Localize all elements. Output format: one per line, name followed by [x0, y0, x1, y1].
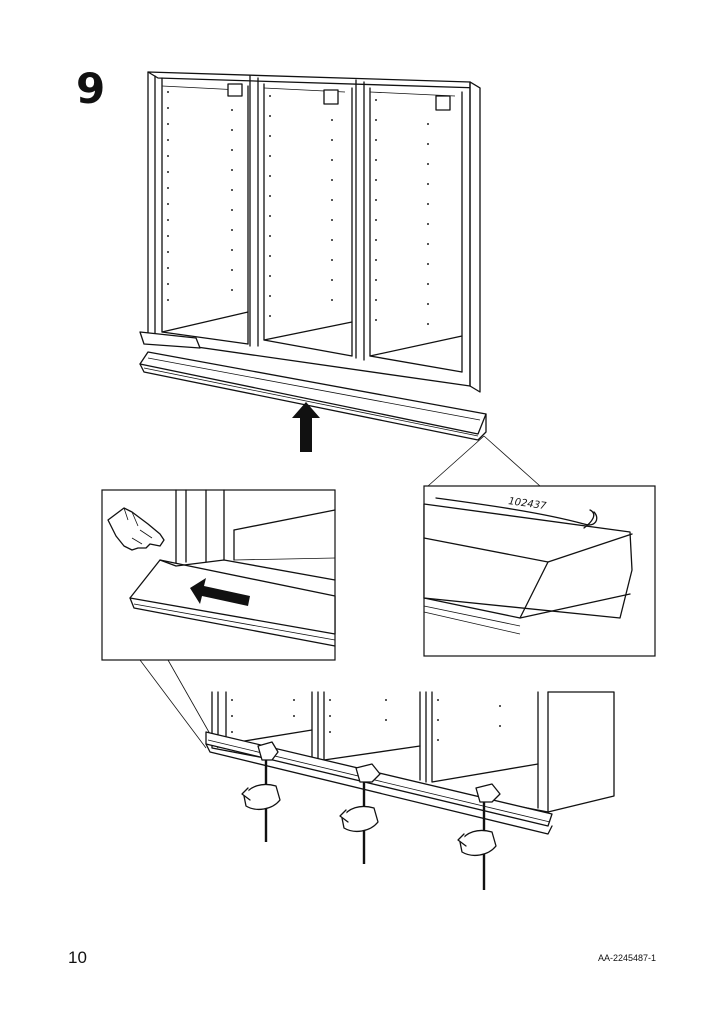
page-number: 10: [68, 948, 87, 967]
cabinet-3: [369, 87, 463, 373]
clamp-icon: [339, 763, 381, 864]
detail-inset-right: 102437: [423, 485, 656, 657]
cabinet-group-bottom: [205, 691, 615, 835]
shelf-pin-holes-top: [167, 91, 429, 325]
shelf-pin-holes-bottom: [231, 699, 501, 741]
document-code: AA-2245487-1: [598, 953, 657, 963]
detail-inset-left: [101, 489, 336, 661]
pointing-hand-icon: [107, 507, 165, 551]
cabinet-1: [154, 75, 249, 345]
clamp-icon: [241, 741, 281, 842]
part-number-label: 102437: [508, 496, 548, 512]
clamp-icon: [457, 783, 501, 890]
step-number: 9: [76, 64, 106, 113]
cabinet-2: [263, 83, 353, 357]
arrow-left-icon: [190, 578, 250, 606]
arrow-up-icon: [292, 402, 320, 452]
plinth-moulding-top: [139, 351, 487, 441]
corner-wedge: [139, 331, 201, 349]
cabinet-group-top: [139, 71, 481, 393]
